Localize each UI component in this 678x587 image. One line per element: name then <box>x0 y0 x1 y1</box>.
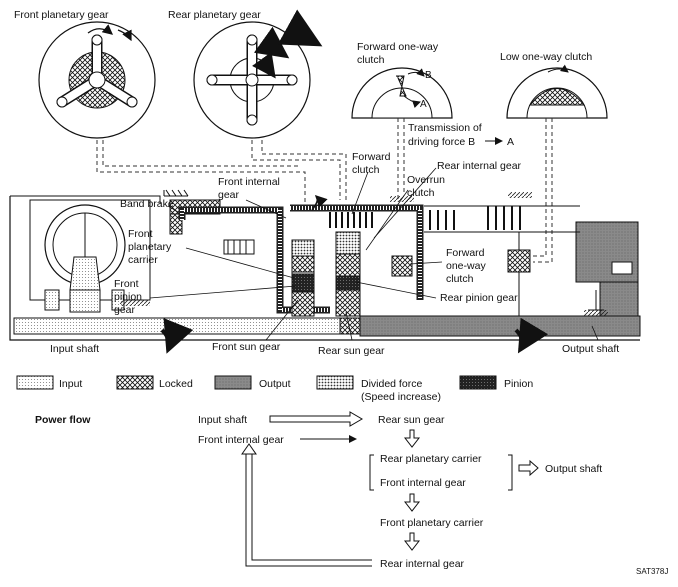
label-front-pinion-gear-1: Front <box>114 278 139 290</box>
label-transmission-2: driving force B <box>408 136 475 148</box>
pf-rear-sun-gear: Rear sun gear <box>378 414 445 426</box>
label-transmission-1: Transmission of <box>408 122 482 134</box>
transmission-cross-section <box>9 189 641 354</box>
label-rear-internal-gear: Rear internal gear <box>437 160 522 172</box>
label-forward-one-way-clutch-2: clutch <box>357 54 385 66</box>
label-front-planetary-carrier-1: Front <box>128 228 153 240</box>
label-front-pinion-gear-3: gear <box>114 304 136 316</box>
dashed-leaders <box>96 118 553 263</box>
legend-input: Input <box>59 378 82 390</box>
legend-output: Output <box>259 378 291 390</box>
pf-hollow-arrow-right-2-icon <box>518 459 539 477</box>
power-flow: Power flow Input shaft Rear sun gear Fro… <box>35 411 602 570</box>
pf-down-arrow-3-icon <box>403 532 421 551</box>
pf-down-arrow-2-icon <box>403 493 421 512</box>
pf-hollow-arrow-right-1-icon <box>269 411 363 427</box>
label-front-internal-gear-2: gear <box>218 189 240 201</box>
pf-bracket-right <box>508 454 513 491</box>
label-overrun-clutch-2: clutch <box>407 187 435 199</box>
label-front-internal-gear-1: Front internal <box>218 176 280 188</box>
pf-loop-outer <box>251 452 372 561</box>
label-forward-owc-2: one-way <box>446 260 486 272</box>
power-flow-title: Power flow <box>35 414 91 426</box>
pf-output-shaft: Output shaft <box>545 463 602 475</box>
legend-locked: Locked <box>159 378 193 390</box>
label-low-one-way-clutch: Low one-way clutch <box>500 51 592 63</box>
label-band-brake: Band brake <box>120 198 174 210</box>
pf-loop-inner <box>245 452 372 567</box>
legend-swatch-pinion <box>459 375 497 390</box>
pf-down-arrow-1-icon <box>403 429 421 448</box>
legend-swatch-divided <box>316 375 354 390</box>
pf-front-planetary-carrier: Front planetary carrier <box>380 517 484 529</box>
mark-a: A <box>420 99 427 110</box>
pf-input-shaft: Input shaft <box>198 414 247 426</box>
legend-swatch-output <box>214 375 252 390</box>
label-input-shaft: Input shaft <box>50 343 99 355</box>
label-forward-one-way-clutch-1: Forward one-way <box>357 41 439 53</box>
label-forward-clutch-2: clutch <box>352 164 380 176</box>
label-rear-pinion-gear: Rear pinion gear <box>440 292 518 304</box>
forward-one-way-clutch-icon: B A <box>351 67 453 119</box>
low-one-way-clutch-icon <box>506 64 608 119</box>
callout-lines <box>149 167 599 341</box>
pf-bracket-left <box>369 454 374 491</box>
label-forward-clutch-1: Forward <box>352 151 391 163</box>
pf-up-arrow-icon <box>241 443 257 455</box>
pf-front-internal-gear-2: Front internal gear <box>380 477 466 489</box>
label-transmission-3: A <box>507 136 514 148</box>
label-output-shaft: Output shaft <box>562 343 619 355</box>
label-front-planetary-carrier-3: carrier <box>128 254 158 266</box>
label-overrun-clutch-1: Overrun <box>407 174 445 186</box>
figure-code: SAT378J <box>636 567 668 576</box>
legend-divided-force: Divided force <box>361 378 422 390</box>
label-front-planetary-gear: Front planetary gear <box>14 9 109 21</box>
label-front-pinion-gear-2: pinion <box>114 291 142 303</box>
pf-front-internal-gear: Front internal gear <box>198 434 284 446</box>
label-front-sun-gear: Front sun gear <box>212 341 281 353</box>
label-rear-planetary-gear: Rear planetary gear <box>168 9 261 21</box>
mark-b: B <box>425 70 432 81</box>
rear-planetary-gear-icon <box>193 9 323 139</box>
label-forward-owc-1: Forward <box>446 247 485 259</box>
pf-rear-internal-gear: Rear internal gear <box>380 558 465 570</box>
legend: Input Locked Output Divided force (Speed… <box>16 375 533 403</box>
legend-swatch-locked <box>116 375 154 390</box>
legend-swatch-input <box>16 375 54 390</box>
label-rear-sun-gear: Rear sun gear <box>318 345 385 357</box>
pf-rear-planetary-carrier: Rear planetary carrier <box>380 453 482 465</box>
legend-pinion: Pinion <box>504 378 533 390</box>
front-planetary-gear-icon <box>38 21 156 139</box>
label-forward-owc-3: clutch <box>446 273 474 285</box>
legend-speed-increase: (Speed increase) <box>361 391 441 403</box>
label-front-planetary-carrier-2: planetary <box>128 241 172 253</box>
